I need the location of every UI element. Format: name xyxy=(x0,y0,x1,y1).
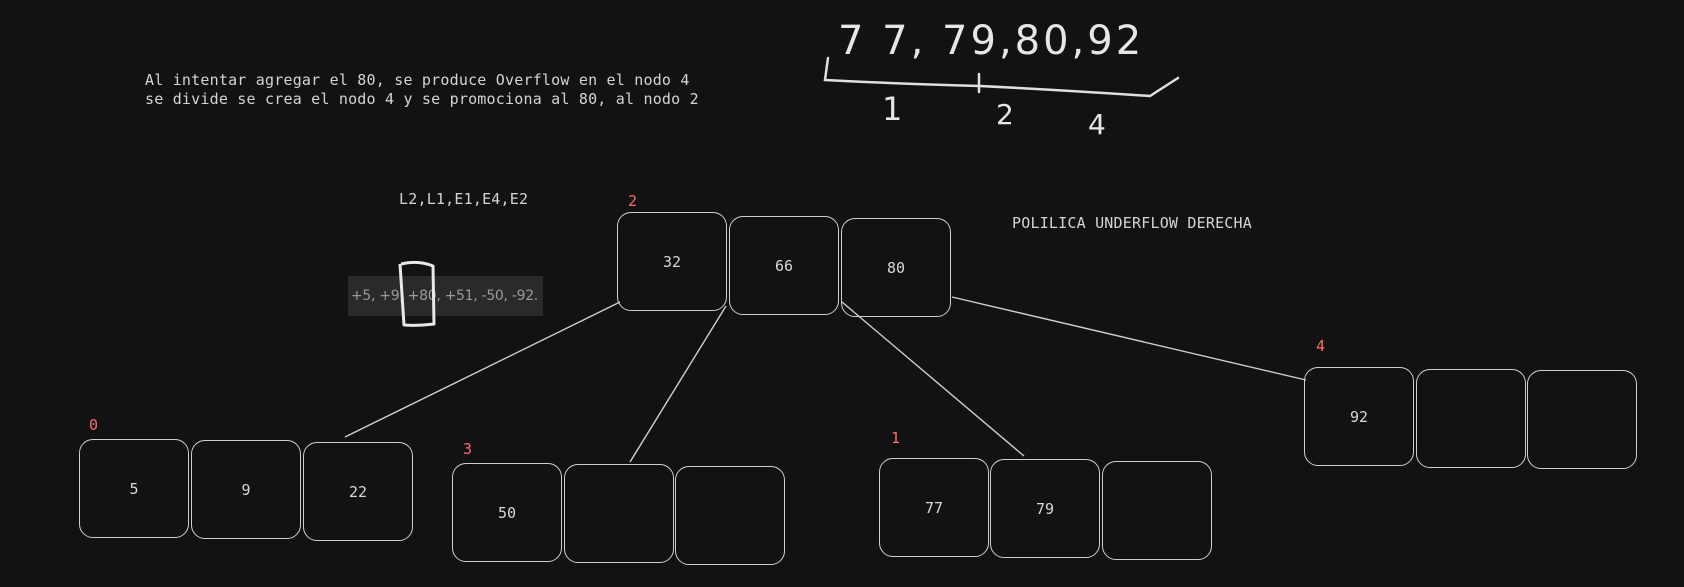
operations-box: +5, +9, +80, +51, -50, -92. xyxy=(348,276,543,316)
node-4-key-1: 92 xyxy=(1304,367,1414,466)
node-0-key-3: 22 xyxy=(303,442,413,541)
handwritten-label-4: 4 xyxy=(1088,108,1106,141)
policy-note: POLILICA UNDERFLOW DERECHA xyxy=(1012,214,1252,232)
node-id-0: 0 xyxy=(89,416,99,434)
operations-note: L2,L1,E1,E4,E2 xyxy=(399,190,529,208)
overflow-note-line-1: Al intentar agregar el 80, se produce Ov… xyxy=(145,71,690,89)
handwritten-label-1: 1 xyxy=(882,90,903,128)
node-2-key-1: 32 xyxy=(617,212,727,311)
node-4-key-2 xyxy=(1416,369,1526,468)
node-id-4: 4 xyxy=(1316,337,1326,355)
node-id-1: 1 xyxy=(891,429,901,447)
node-1-key-2: 79 xyxy=(990,459,1100,558)
node-1-key-1: 77 xyxy=(879,458,989,557)
node-2-key-3: 80 xyxy=(841,218,951,317)
node-2-key-2: 66 xyxy=(729,216,839,315)
node-3-key-2 xyxy=(564,464,674,563)
overflow-note-line-2: se divide se crea el nodo 4 y se promoci… xyxy=(145,90,699,108)
handwritten-label-2: 2 xyxy=(996,98,1014,131)
node-3-key-3 xyxy=(675,466,785,565)
node-0-key-2: 9 xyxy=(191,440,301,539)
node-1-key-3 xyxy=(1102,461,1212,560)
node-0-key-1: 5 xyxy=(79,439,189,538)
node-id-2: 2 xyxy=(628,192,638,210)
handwritten-sequence: 7 7, 79,80,92 xyxy=(838,18,1145,64)
node-4-key-3 xyxy=(1527,370,1637,469)
node-id-3: 3 xyxy=(463,440,473,458)
node-3-key-1: 50 xyxy=(452,463,562,562)
